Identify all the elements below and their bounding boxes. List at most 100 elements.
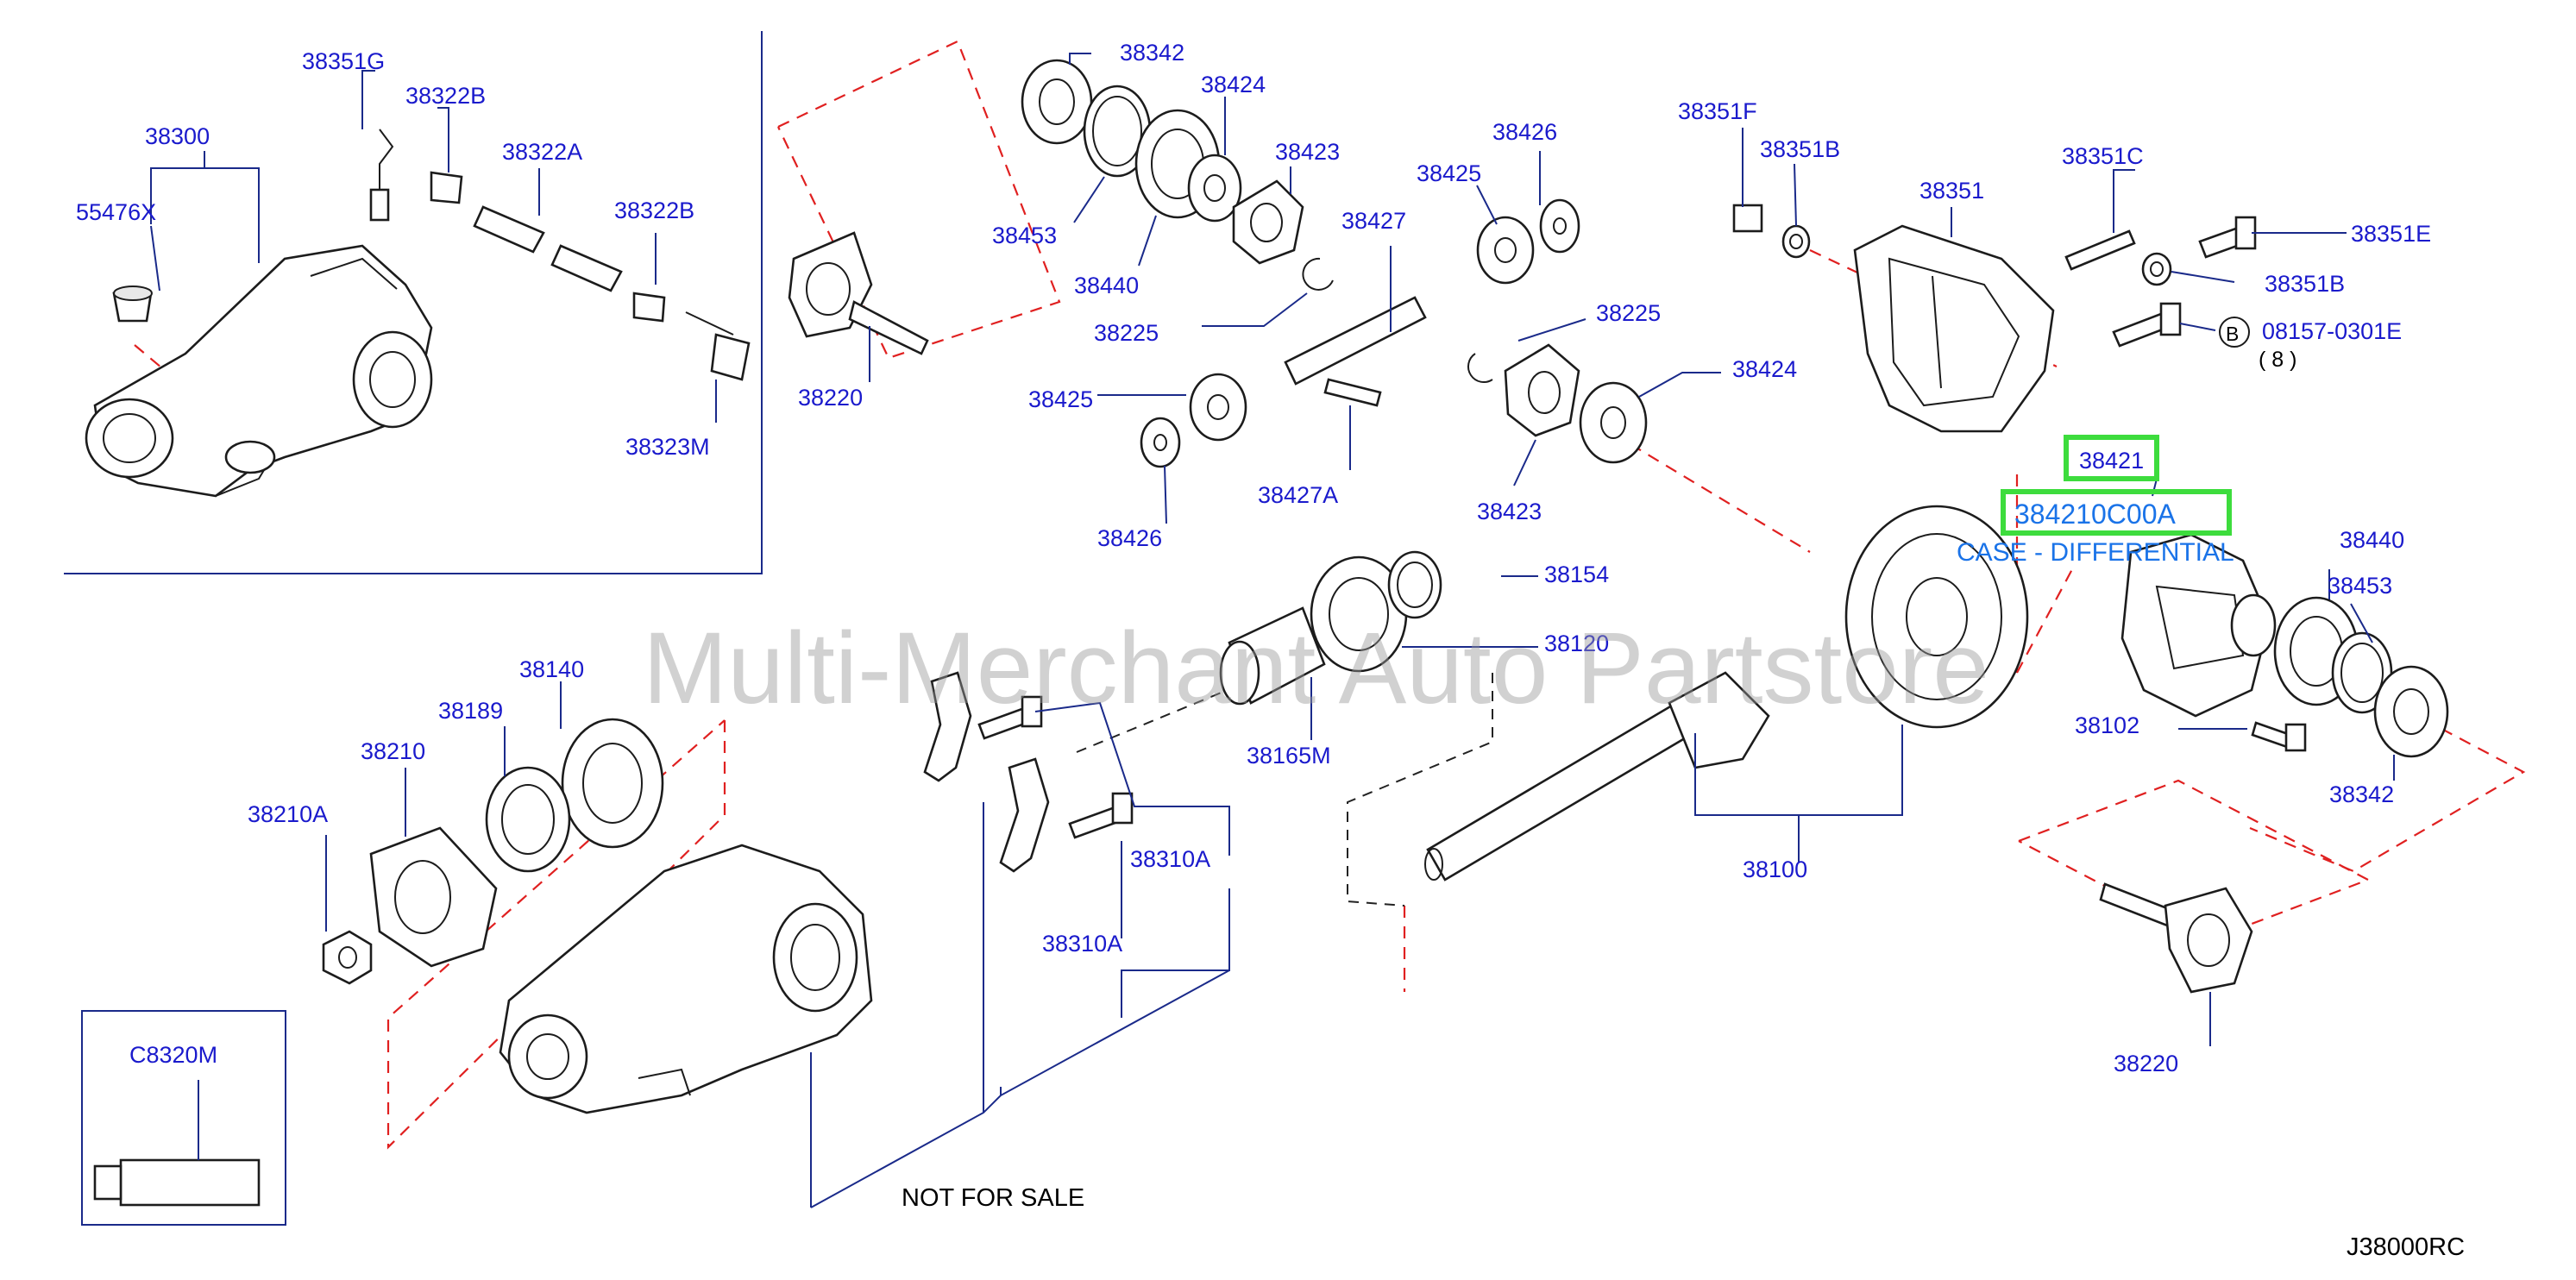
hose-38322A-a[interactable] — [473, 205, 545, 254]
label-38426-top[interactable]: 38426 — [1492, 119, 1557, 145]
bolt-38310A-a[interactable] — [977, 695, 1043, 740]
label-38351F[interactable]: 38351F — [1678, 98, 1757, 124]
bolt-38310A-b[interactable] — [1068, 792, 1134, 839]
label-38189[interactable]: 38189 — [438, 698, 503, 724]
bearing-38342-right[interactable] — [2373, 665, 2449, 758]
side-gear-38423-top[interactable] — [1232, 179, 1304, 265]
label-38323M[interactable]: 38323M — [625, 434, 710, 460]
stud-38351C[interactable] — [2064, 229, 2136, 271]
pin-38427A[interactable] — [1323, 378, 1382, 407]
label-38322B-upper[interactable]: 38322B — [405, 83, 486, 109]
pinion-mate-gear-38425-top[interactable] — [1476, 216, 1535, 285]
label-38427[interactable]: 38427 — [1341, 208, 1406, 234]
ring-gear-38100[interactable] — [1844, 505, 2029, 729]
label-38440-right[interactable]: 38440 — [2340, 527, 2404, 553]
selected-part-number[interactable]: 38421 — [2079, 448, 2144, 474]
gasket-38351B-a[interactable] — [1781, 224, 1811, 259]
bearing-38342-top[interactable] — [1021, 59, 1093, 145]
selected-part-callout[interactable]: 38421 384210C00A CASE - DIFFERENTIAL — [1957, 435, 2234, 567]
label-38322B-lower[interactable]: 38322B — [614, 198, 694, 223]
label-55476X[interactable]: 55476X — [76, 199, 156, 225]
rear-cover-38351[interactable] — [1853, 224, 2055, 433]
label-38140[interactable]: 38140 — [519, 656, 584, 682]
bolt-08157-0301E[interactable] — [2112, 302, 2182, 348]
nut-38210A[interactable] — [322, 930, 373, 985]
label-38351G[interactable]: 38351G — [302, 48, 385, 74]
pinion-mate-gear-38425-mid[interactable] — [1189, 373, 1247, 442]
label-38424-mid[interactable]: 38424 — [1732, 356, 1797, 382]
label-38220-right[interactable]: 38220 — [2114, 1051, 2178, 1076]
bearing-38140[interactable] — [561, 718, 664, 849]
selected-part-full-number-highlight[interactable] — [2001, 489, 2232, 536]
label-38220-top[interactable]: 38220 — [798, 385, 863, 411]
mounting-bracket-38310A-b[interactable] — [999, 757, 1050, 873]
thrust-washer-38426-mid[interactable] — [1140, 417, 1181, 468]
label-38342-right[interactable]: 38342 — [2329, 781, 2394, 807]
label-38351B-lower[interactable]: 38351B — [2265, 271, 2345, 297]
selected-part-full-number[interactable]: 384210C00A — [2014, 499, 2176, 530]
label-38453-top[interactable]: 38453 — [992, 223, 1057, 248]
mounting-bracket-38310A-a[interactable] — [923, 671, 972, 782]
label-38426-mid[interactable]: 38426 — [1097, 525, 1162, 551]
sensor-38323M[interactable] — [685, 311, 751, 381]
label-38351E[interactable]: 38351E — [2351, 221, 2431, 247]
label-38423-mid[interactable]: 38423 — [1477, 499, 1542, 524]
bolt-38351E[interactable] — [2198, 216, 2257, 259]
label-38351[interactable]: 38351 — [1919, 178, 1984, 204]
inset-frame — [64, 31, 763, 574]
thrust-washer-38426-top[interactable] — [1539, 198, 1580, 254]
label-08157-0301E[interactable]: 08157-0301E — [2262, 318, 2402, 344]
washer-38424-mid[interactable] — [1579, 381, 1648, 464]
bolt-38102[interactable] — [2251, 721, 2307, 752]
breather-38351G[interactable] — [369, 129, 394, 222]
clip-38322B-upper[interactable] — [430, 171, 463, 204]
differential-carrier-inset[interactable] — [85, 244, 433, 498]
label-38322A[interactable]: 38322A — [502, 139, 582, 165]
label-38210[interactable]: 38210 — [361, 738, 425, 764]
label-38120[interactable]: 38120 — [1544, 631, 1609, 656]
label-38425-top[interactable]: 38425 — [1417, 160, 1481, 186]
label-38210A[interactable]: 38210A — [248, 801, 328, 827]
label-38154[interactable]: 38154 — [1544, 562, 1609, 587]
label-38225-mid[interactable]: 38225 — [1596, 300, 1661, 326]
drive-pinion-38100[interactable] — [1424, 671, 1770, 882]
label-38102[interactable]: 38102 — [2075, 712, 2139, 738]
label-38351C[interactable]: 38351C — [2062, 143, 2144, 169]
snap-ring-38225-mid[interactable] — [1467, 353, 1493, 384]
sealant-tube-C8320M[interactable] — [93, 1158, 261, 1207]
plug-55476X[interactable] — [112, 285, 153, 323]
label-38100[interactable]: 38100 — [1743, 856, 1807, 882]
label-38424-top[interactable]: 38424 — [1201, 72, 1266, 97]
label-38425-mid[interactable]: 38425 — [1028, 386, 1093, 412]
callout-b-circle — [2219, 317, 2250, 348]
label-38225-top[interactable]: 38225 — [1094, 320, 1159, 346]
clip-38322B-lower[interactable] — [632, 292, 666, 323]
bearing-38120[interactable] — [1310, 555, 1408, 673]
label-38453-right[interactable]: 38453 — [2328, 573, 2392, 599]
oil-seal-38189[interactable] — [485, 766, 571, 873]
label-38440-top[interactable]: 38440 — [1074, 273, 1139, 298]
label-38423-top[interactable]: 38423 — [1275, 139, 1340, 165]
companion-flange-38220-top[interactable] — [788, 231, 929, 355]
snap-ring-38225-top[interactable] — [1302, 257, 1334, 291]
label-38300[interactable]: 38300 — [145, 123, 210, 149]
companion-flange-38210[interactable] — [369, 826, 498, 968]
label-38310A-lower[interactable]: 38310A — [1042, 931, 1122, 957]
filler-plug-38351F[interactable] — [1732, 204, 1763, 233]
differential-case-38421[interactable] — [2120, 533, 2277, 718]
collapsible-spacer-38165M[interactable] — [1219, 606, 1326, 706]
selected-part-number-highlight[interactable] — [2064, 435, 2159, 481]
shim-38154[interactable] — [1387, 550, 1442, 619]
companion-flange-38220-right[interactable] — [2099, 882, 2253, 994]
gasket-38351B-b[interactable] — [2141, 252, 2172, 286]
label-38351B-upper[interactable]: 38351B — [1760, 136, 1840, 162]
label-C8320M[interactable]: C8320M — [129, 1042, 217, 1068]
label-38342-top[interactable]: 38342 — [1120, 40, 1184, 66]
shaft-38427[interactable] — [1284, 296, 1427, 386]
hose-38322A-b[interactable] — [550, 244, 623, 292]
label-38165M[interactable]: 38165M — [1247, 743, 1331, 769]
label-38310A-upper[interactable]: 38310A — [1130, 846, 1210, 872]
side-gear-38423-mid[interactable] — [1504, 343, 1580, 437]
washer-38424-top[interactable] — [1187, 154, 1242, 223]
label-38427A[interactable]: 38427A — [1258, 482, 1338, 508]
